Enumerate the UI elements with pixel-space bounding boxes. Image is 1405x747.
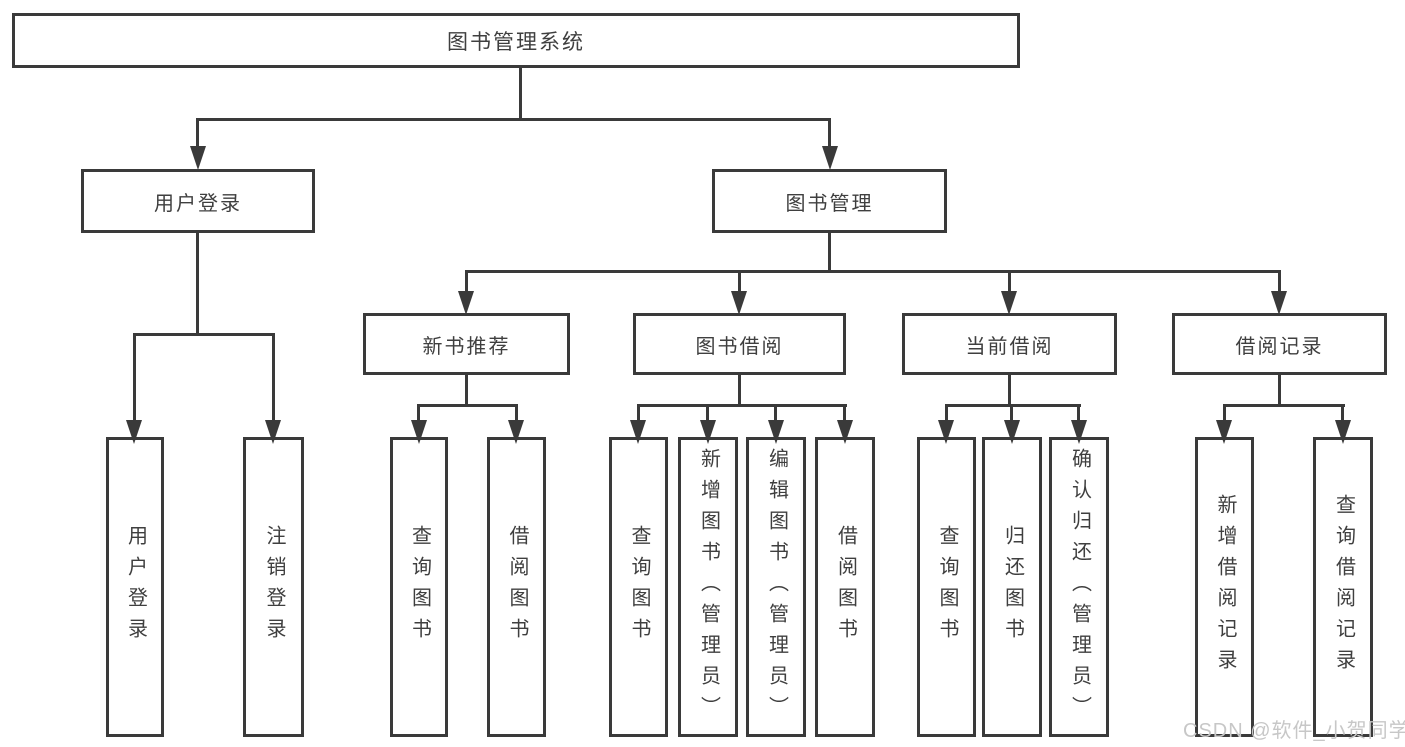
connector-line — [1278, 375, 1281, 407]
node-current-borrow: 当前借阅 — [902, 313, 1117, 375]
connector-line — [196, 118, 831, 121]
connector-line — [1278, 270, 1281, 293]
leaf-current-return-book-label: 归还图书 — [1001, 525, 1024, 649]
node-root-label: 图书管理系统 — [447, 30, 585, 54]
arrow-down-icon — [508, 420, 524, 444]
connector-line — [774, 404, 777, 423]
leaf-recommend-borrow-book: 借阅图书 — [487, 437, 546, 737]
leaf-borrow-add-book: 新增图书（管理员） — [678, 437, 738, 737]
leaf-records-query-record-label: 查询借阅记录 — [1332, 494, 1355, 680]
arrow-down-icon — [731, 291, 747, 315]
connector-line — [637, 404, 847, 407]
leaf-recommend-query-book: 查询图书 — [390, 437, 448, 737]
connector-line — [515, 404, 518, 423]
node-new-book-recommend: 新书推荐 — [363, 313, 570, 375]
connector-line — [519, 68, 522, 120]
arrow-down-icon — [1004, 420, 1020, 444]
connector-line — [843, 404, 846, 423]
connector-line — [945, 404, 948, 423]
leaf-borrow-query-book-label: 查询图书 — [628, 525, 650, 649]
leaf-recommend-query-book-label: 查询图书 — [408, 525, 431, 649]
leaf-recommend-borrow-book-label: 借阅图书 — [506, 525, 528, 649]
arrow-down-icon — [126, 420, 142, 444]
leaf-borrow-query-book: 查询图书 — [609, 437, 668, 737]
connector-line — [828, 118, 831, 150]
node-root: 图书管理系统 — [12, 13, 1020, 68]
node-book-management: 图书管理 — [712, 169, 947, 233]
leaf-borrow-add-book-label: 新增图书（管理员） — [697, 447, 720, 727]
connector-line — [465, 270, 1281, 273]
connector-line — [738, 270, 741, 293]
connector-line — [1341, 404, 1344, 423]
connector-line — [945, 404, 1081, 407]
arrow-down-icon — [458, 291, 474, 315]
connector-line — [133, 333, 136, 423]
node-new-book-recommend-label: 新书推荐 — [422, 335, 511, 358]
leaf-current-confirm-return: 确认归还（管理员） — [1049, 437, 1109, 737]
leaf-borrow-borrow-book-label: 借阅图书 — [834, 525, 857, 649]
arrow-down-icon — [938, 420, 954, 444]
connector-line — [196, 233, 199, 336]
connector-line — [706, 404, 709, 423]
connector-line — [1077, 404, 1080, 423]
leaf-records-add-record: 新增借阅记录 — [1195, 437, 1254, 737]
leaf-current-return-book: 归还图书 — [982, 437, 1042, 737]
connector-line — [1010, 404, 1013, 423]
leaf-borrow-edit-book-label: 编辑图书（管理员） — [765, 447, 788, 727]
leaf-borrow-edit-book: 编辑图书（管理员） — [746, 437, 806, 737]
arrow-down-icon — [1216, 420, 1232, 444]
leaf-records-query-record: 查询借阅记录 — [1313, 437, 1373, 737]
arrow-down-icon — [700, 420, 716, 444]
leaf-current-confirm-return-label: 确认归还（管理员） — [1068, 447, 1091, 727]
connector-line — [417, 404, 420, 423]
arrow-down-icon — [1071, 420, 1087, 444]
connector-line — [418, 404, 518, 407]
arrow-down-icon — [265, 420, 281, 444]
leaf-user-login-label: 用户登录 — [124, 525, 147, 649]
leaf-current-query-book-label: 查询图书 — [936, 525, 958, 649]
connector-line — [828, 233, 831, 273]
node-user-login: 用户登录 — [81, 169, 315, 233]
arrow-down-icon — [1271, 291, 1287, 315]
arrow-down-icon — [1335, 420, 1351, 444]
connector-line — [465, 270, 468, 293]
arrow-down-icon — [768, 420, 784, 444]
leaf-borrow-borrow-book: 借阅图书 — [815, 437, 875, 737]
node-current-borrow-label: 当前借阅 — [965, 335, 1054, 358]
csdn-watermark: CSDN @软件_小贺同学 — [1183, 720, 1405, 742]
leaf-records-add-record-label: 新增借阅记录 — [1214, 494, 1236, 680]
node-user-login-label: 用户登录 — [154, 192, 242, 215]
arrow-down-icon — [190, 146, 206, 170]
arrow-down-icon — [630, 420, 646, 444]
connector-line — [133, 333, 275, 336]
leaf-user-login: 用户登录 — [106, 437, 164, 737]
node-borrow-records: 借阅记录 — [1172, 313, 1387, 375]
node-borrow-records-label: 借阅记录 — [1235, 335, 1324, 358]
connector-line — [738, 375, 741, 407]
connector-line — [1008, 270, 1011, 293]
leaf-logout-label: 注销登录 — [263, 525, 285, 649]
arrow-down-icon — [837, 420, 853, 444]
arrow-down-icon — [411, 420, 427, 444]
connector-line — [1008, 375, 1011, 407]
connector-line — [465, 375, 468, 407]
leaf-current-query-book: 查询图书 — [917, 437, 976, 737]
node-book-management-label: 图书管理 — [785, 192, 874, 215]
node-book-borrow: 图书借阅 — [633, 313, 846, 375]
connector-line — [272, 333, 275, 423]
node-book-borrow-label: 图书借阅 — [695, 335, 784, 358]
connector-line — [1223, 404, 1345, 407]
arrow-down-icon — [1001, 291, 1017, 315]
leaf-logout: 注销登录 — [243, 437, 304, 737]
connector-line — [637, 404, 640, 423]
connector-line — [196, 118, 199, 150]
connector-line — [1223, 404, 1226, 423]
arrow-down-icon — [822, 146, 838, 170]
